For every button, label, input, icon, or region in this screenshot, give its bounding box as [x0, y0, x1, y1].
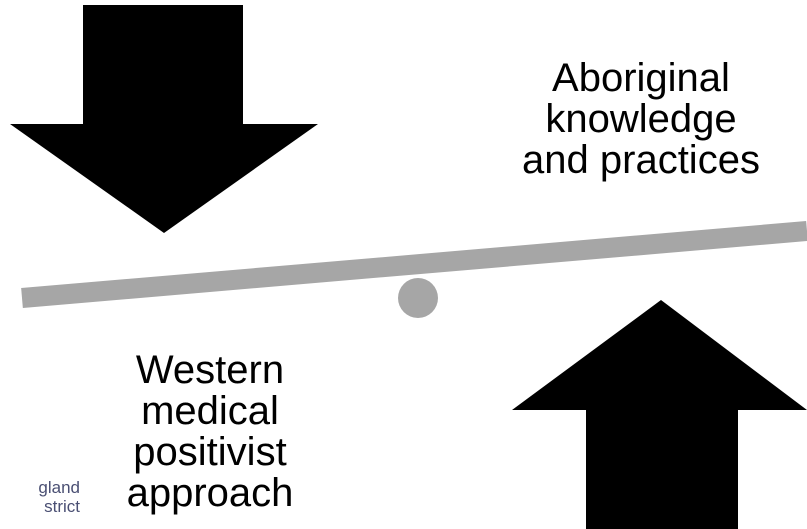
- western-label-line-2: medical: [141, 389, 279, 433]
- seesaw-beam: [21, 221, 807, 308]
- aboriginal-label-line-1: Aboriginal: [552, 56, 730, 100]
- organization-logo-fragment: gland strict: [0, 478, 80, 516]
- western-label-line-3: positivist: [133, 430, 287, 474]
- western-label-line-4: approach: [126, 471, 294, 515]
- down-arrow: [10, 5, 318, 233]
- aboriginal-label-line-3: and practices: [522, 138, 760, 182]
- aboriginal-knowledge-label: Aboriginal knowledge and practices: [496, 58, 786, 181]
- logo-text-line-2: strict: [44, 497, 80, 516]
- aboriginal-label-line-2: knowledge: [545, 97, 737, 141]
- fulcrum: [398, 278, 438, 318]
- western-label-line-1: Western: [135, 348, 285, 392]
- up-arrow: [512, 300, 807, 529]
- logo-text-line-1: gland: [38, 478, 80, 497]
- western-medical-label: Western medical positivist approach: [80, 350, 340, 514]
